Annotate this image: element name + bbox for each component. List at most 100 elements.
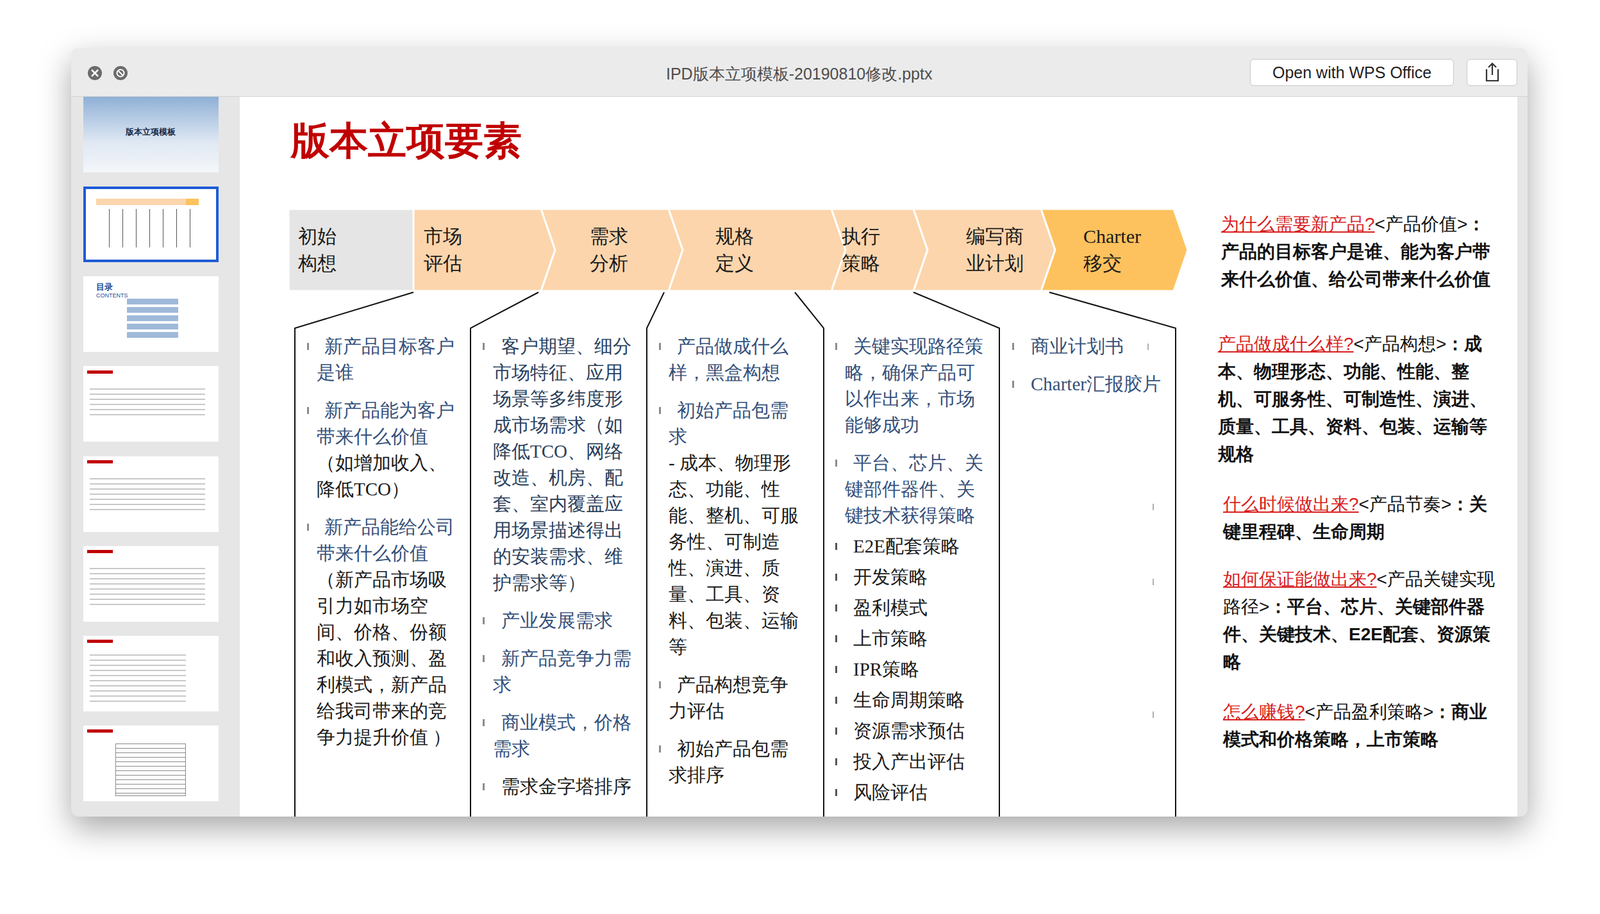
chevron-fill: [831, 208, 928, 292]
thumb-lines: [89, 474, 206, 513]
bullet-mark: [835, 696, 838, 704]
chevron-fill: [1041, 208, 1188, 292]
thumb-lines: [96, 208, 199, 248]
chevron-shape: [913, 208, 1056, 292]
column-text: 平台、芯片、关键部件器件、关键技术获得策略: [834, 450, 986, 529]
chevron-shape: [541, 208, 683, 292]
bullet-mark: [835, 758, 838, 766]
thumb-heading: [87, 550, 113, 554]
column-text: （新产品市场吸引力如市场空间、价格、份额和收入预测、盈利模式，新产品给我司带来的…: [306, 566, 458, 751]
bullet-mark: [482, 617, 485, 625]
column-text: IPR策略: [834, 656, 986, 683]
topic-tag: <产品节奏>: [1358, 494, 1452, 515]
phase-chevron: 执行 策略: [831, 208, 928, 292]
bullet-mark: [658, 407, 661, 415]
phase-column: 新产品目标客户是谁新产品能为客户带来什么价值（如增加收入、降低TCO）新产品能给…: [306, 333, 458, 751]
bullet-mark: [658, 681, 661, 689]
phase-label: 执行 策略: [841, 223, 881, 277]
stray-marks: [1147, 223, 1154, 718]
thumb-heading: [87, 639, 113, 643]
column-text: 新产品竞争力需求: [482, 645, 634, 699]
chevron-shape: [288, 208, 414, 292]
thumb-table: [115, 743, 186, 797]
column-text: 产业发展需求: [482, 607, 634, 634]
bullet-mark: [1012, 342, 1015, 350]
column-text: 客户期望、细分市场特征、应用场景等多纬度形成市场需求（如降低TCO、网络改造、机…: [482, 333, 634, 597]
thumb-lines: [89, 650, 186, 706]
question-block: 如何保证能做出来?<产品关键实现路径>：平台、芯片、关键部件器件、关键技术、E2…: [1223, 565, 1496, 676]
phase-label: Charter 移交: [1083, 223, 1142, 277]
column-text: 需求金字塔排序: [482, 773, 634, 800]
question-text: 为什么需要新产品?: [1221, 214, 1375, 234]
column-text: 产品做成什么样，黑盒构想: [658, 333, 807, 386]
bullet-mark: [482, 719, 485, 727]
phase-label: 初始 构想: [298, 223, 337, 277]
question-text: 怎么赚钱?: [1223, 701, 1306, 722]
column-text: 资源需求预估: [834, 717, 986, 745]
bullet-mark: [835, 635, 838, 643]
chevron-shape: [831, 208, 928, 292]
phase-column: 产品做成什么样，黑盒构想初始产品包需求- 成本、物理形态、功能、性能、整机、可服…: [658, 333, 807, 789]
column-text: 新产品能给公司带来什么价值: [306, 514, 458, 567]
thumb-lines: [89, 564, 206, 609]
chevron-shape: [413, 208, 556, 292]
chevron-fill: [413, 208, 556, 292]
bullet-mark: [658, 342, 661, 350]
thumb-heading: [87, 729, 113, 733]
chevron-fill: [288, 208, 414, 292]
column-text: 新产品目标客户是谁: [306, 333, 458, 386]
column-text: - 成本、物理形态、功能、性能、整机、可服务性、可制造性、演进、质量、工具、资料…: [658, 450, 807, 661]
question-block: 为什么需要新产品?<产品价值>：产品的目标客户是谁、能为客户带来什么价值、给公司…: [1221, 210, 1494, 293]
thumb-band: [96, 198, 186, 206]
thumb-menu: [126, 298, 179, 340]
column-text: 上市策略: [834, 625, 986, 652]
column-text: 新产品能为客户带来什么价值: [306, 397, 458, 450]
thumb-heading: CONTENTS: [96, 292, 129, 300]
column-text: 初始产品包需求排序: [658, 735, 807, 789]
thumb-lines: [89, 384, 206, 417]
bracket-lines: [294, 292, 1176, 817]
chevron-fill: [913, 208, 1056, 292]
bullet-mark: [482, 342, 485, 350]
slide-title: 版本立项要素: [291, 117, 522, 165]
bullet-mark: [835, 666, 838, 674]
chevron-shape: [1041, 208, 1188, 292]
question-block: 怎么赚钱?<产品盈利策略>：商业模式和价格策略，上市策略: [1223, 698, 1496, 754]
bullet-mark: [835, 727, 838, 735]
bullet-mark: [482, 783, 485, 791]
bullet-mark: [835, 604, 838, 612]
phase-label: 规格 定义: [715, 223, 754, 277]
topic-tag: <产品价值>: [1375, 214, 1468, 234]
column-text: Charter汇报胶片: [1011, 371, 1178, 398]
column-text: 商业模式，价格需求: [482, 709, 634, 763]
topic-tag: <产品盈利策略>: [1305, 701, 1434, 722]
thumb-heading: [87, 460, 113, 464]
phase-chevron: Charter 移交: [1041, 208, 1188, 292]
fullscreen-icon: [117, 69, 125, 77]
phase-column: 商业计划书Charter汇报胶片: [1011, 333, 1178, 398]
phase-chevron: 编写商 业计划: [913, 208, 1056, 292]
phase-label: 需求 分析: [589, 223, 629, 277]
close-icon: [91, 69, 99, 77]
thumb-band: [185, 198, 199, 206]
column-text: 盈利模式: [834, 594, 986, 622]
phase-label: 编写商 业计划: [966, 223, 1024, 277]
phase-chevron: 市场 评估: [413, 208, 556, 292]
bullet-mark: [835, 459, 838, 467]
chevron-fill: [668, 208, 846, 292]
fullscreen-icon: [113, 66, 128, 81]
window-title: IPD版本立项模板-20190810修改.pptx: [666, 64, 933, 84]
bullet-mark: [482, 655, 485, 663]
column-text: 生命周期策略: [834, 687, 986, 714]
bullet-mark: [307, 523, 309, 531]
bullet-mark: [307, 342, 309, 350]
question-text: 如何保证能做出来?: [1223, 569, 1377, 590]
bullet-mark: [1012, 380, 1015, 388]
column-text: 风险评估: [834, 779, 986, 806]
column-text: E2E配套策略: [834, 533, 986, 560]
column-text: 关键实现路径策略，确保产品可以作出来，市场能够成功: [834, 333, 986, 439]
chevron-fill: [541, 208, 683, 292]
column-text: 初始产品包需求: [658, 397, 807, 450]
bullet-mark: [835, 789, 838, 797]
fullscreen-icon: [117, 70, 124, 76]
